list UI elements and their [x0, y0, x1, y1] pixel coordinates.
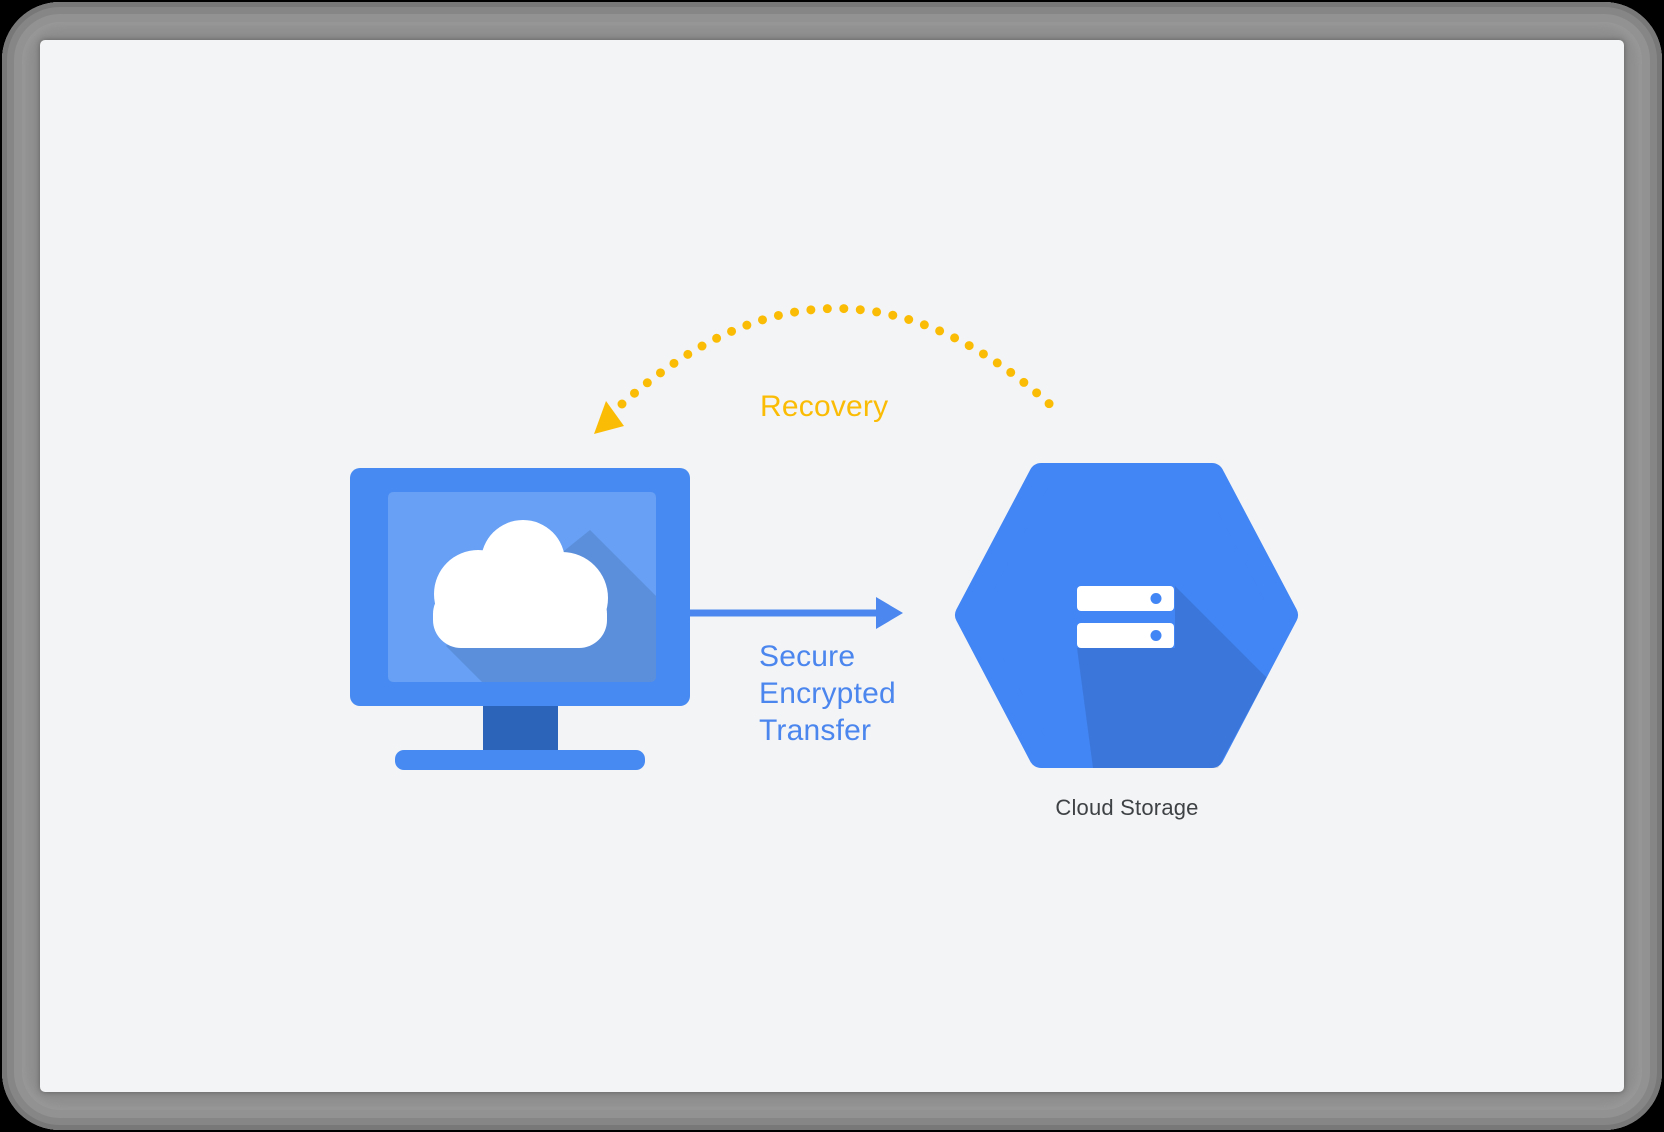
transfer-arrowhead-icon: [876, 597, 903, 629]
cloud-storage-label: Cloud Storage: [1055, 795, 1199, 820]
cloud-storage-node: [955, 463, 1300, 768]
cloud-icon: [433, 520, 608, 648]
recovery-dotted-arc: [617, 304, 1061, 415]
transfer-label: Secure Encrypted Transfer: [759, 640, 896, 747]
server-bars-icon: [1077, 586, 1174, 648]
transfer-arrow: [690, 597, 903, 629]
server-bar: [1077, 586, 1174, 611]
monitor-base: [395, 750, 645, 770]
monitor-stand: [483, 700, 558, 752]
server-bar-led: [1150, 593, 1162, 604]
storage-hexagon: [955, 463, 1298, 768]
recovery-label: Recovery: [760, 390, 889, 423]
computer-node: [350, 468, 690, 770]
diagram-canvas: [40, 40, 1624, 1092]
recovery-arc: [594, 304, 1061, 434]
server-bar: [1077, 623, 1174, 648]
server-bar-led: [1150, 630, 1162, 641]
recovery-arrowhead-icon: [594, 401, 624, 434]
storage-hexagon-shadow: [1077, 586, 1300, 768]
